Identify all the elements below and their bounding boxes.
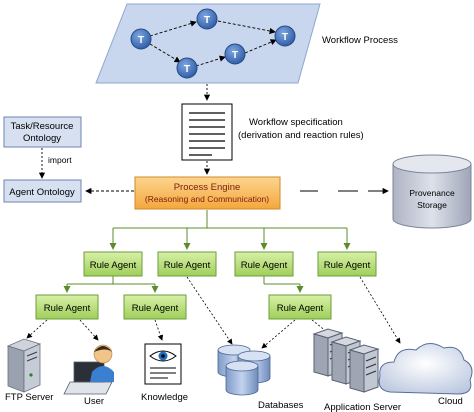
document-icon — [181, 103, 233, 161]
ftp-server-icon — [6, 338, 42, 393]
task-node-label: T — [232, 50, 238, 61]
rule-agent-label: Rule Agent — [44, 303, 91, 314]
task-edge — [195, 55, 226, 67]
workflow-process-group: T T T T T — [95, 3, 321, 84]
agent-ontology-box: Agent Ontology — [3, 179, 82, 203]
rule-agent-label: Rule Agent — [241, 260, 288, 271]
agent-connectors — [63, 210, 351, 293]
rule-agent-label: Rule Agent — [277, 303, 324, 314]
task-edge — [244, 39, 277, 54]
task-node: T — [224, 43, 246, 65]
task-node-label: T — [282, 32, 288, 43]
rule-agent: Rule Agent — [234, 251, 294, 277]
workflow-process-panel — [95, 3, 321, 84]
knowledge-label: Knowledge — [141, 392, 188, 403]
storage-label: Provenance — [409, 188, 455, 198]
cloud-icon — [378, 343, 473, 395]
rule-agent: Rule Agent — [157, 251, 217, 277]
storage-label: Storage — [417, 200, 447, 210]
rule-agent-label: Rule Agent — [164, 260, 211, 271]
rule-agent: Rule Agent — [83, 251, 143, 277]
rule-agent-label: Rule Agent — [90, 260, 137, 271]
ftp-server-label: FTP Server — [5, 392, 53, 403]
task-node: T — [176, 57, 198, 79]
rule-agent: Rule Agent — [317, 251, 377, 277]
agent-ontology-label: Agent Ontology — [9, 187, 75, 198]
task-node-label: T — [138, 35, 144, 46]
user-icon — [63, 344, 114, 395]
task-node-label: T — [204, 15, 210, 26]
task-edge — [149, 20, 197, 37]
application-server-label: Application Server — [324, 402, 401, 412]
spec-title: Workflow specification — [249, 117, 343, 128]
cloud-label: Cloud — [438, 396, 463, 407]
process-engine-box: Process Engine (Reasoning and Communicat… — [134, 176, 281, 210]
task-resource-ontology-label: Task/Resource — [11, 121, 74, 132]
task-node: T — [196, 8, 218, 30]
rule-agent: Rule Agent — [123, 294, 187, 320]
task-edge — [149, 43, 181, 63]
import-label: import — [48, 155, 72, 165]
knowledge-icon — [144, 343, 182, 385]
rule-agent-label: Rule Agent — [324, 260, 371, 271]
rule-agent: Rule Agent — [268, 294, 332, 320]
databases-label: Databases — [258, 400, 304, 411]
task-node-label: T — [184, 64, 190, 75]
workflow-process-label: Workflow Process — [322, 35, 398, 46]
application-server-icon — [312, 328, 380, 393]
task-node: T — [130, 28, 152, 50]
databases-icon — [217, 344, 271, 396]
user-label: User — [84, 396, 104, 407]
process-engine-subtitle: (Reasoning and Communication) — [145, 194, 269, 204]
process-engine-title: Process Engine — [174, 182, 241, 193]
rule-agent-label: Rule Agent — [132, 303, 179, 314]
task-resource-ontology-box: Task/Resource Ontology — [3, 116, 82, 148]
task-node: T — [274, 25, 296, 47]
task-resource-ontology-label: Ontology — [23, 133, 61, 144]
provenance-storage-cylinder: Provenance Storage — [392, 154, 472, 229]
rule-agent: Rule Agent — [35, 294, 99, 320]
spec-subtitle: (derivation and reaction rules) — [238, 130, 364, 141]
